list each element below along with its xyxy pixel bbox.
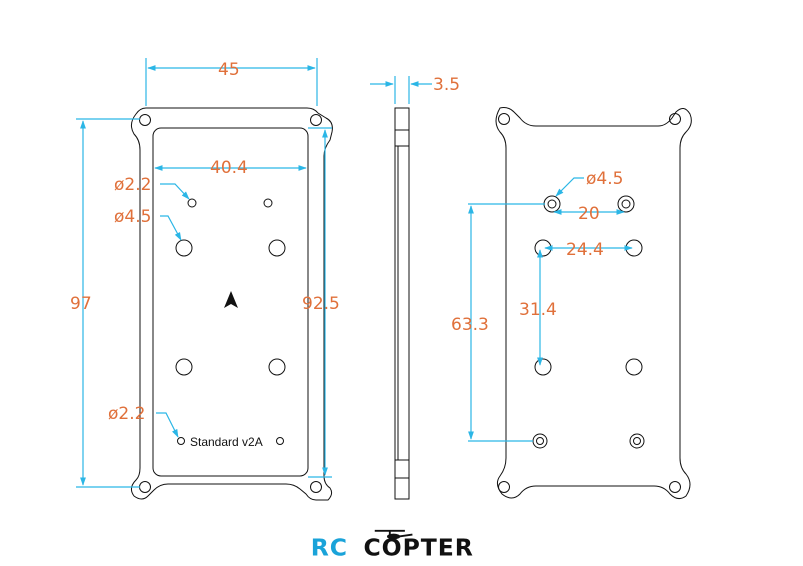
helicopter-icon xyxy=(374,529,413,540)
right-bottom-hole-1-inner xyxy=(536,437,544,445)
callout-bottom-hole-label: ø2.2 xyxy=(108,404,145,424)
right-bottom-hole-2-outer xyxy=(629,433,645,449)
left-ear-hole-bl xyxy=(139,481,151,493)
left-ear-hole-tr xyxy=(310,114,322,126)
right-view: ø4.5 20 24.4 63.3 31.4 xyxy=(451,107,692,500)
dim-40-4-label: 40.4 xyxy=(210,158,248,178)
dim-92-5-label: 92.5 xyxy=(302,294,340,314)
right-ear-hole-br xyxy=(669,481,681,493)
plate-label: Standard v2A xyxy=(190,435,263,449)
left-bottom-hole-2 xyxy=(276,437,284,445)
dim-31-4-label: 31.4 xyxy=(519,300,557,320)
left-big-hole-2 xyxy=(268,239,286,257)
dim-97-label: 97 xyxy=(70,294,92,314)
right-plate-outline xyxy=(495,107,692,500)
callout-bottom-hole-leader xyxy=(156,412,179,438)
right-top-hole-1-outer xyxy=(543,195,561,213)
right-ear-hole-bl xyxy=(498,481,510,493)
right-top-hole-2-inner xyxy=(621,199,631,209)
left-ear-hole-br xyxy=(310,481,322,493)
right-mid-hole-4 xyxy=(625,358,643,376)
side-plate-outline xyxy=(394,107,410,500)
right-ear-hole-tr xyxy=(669,113,681,125)
dim-63-3-label: 63.3 xyxy=(451,315,489,335)
dim-3-5-label: 3.5 xyxy=(433,75,460,95)
dim-24-4-label: 24.4 xyxy=(566,240,604,260)
callout-big-hole-leader xyxy=(160,215,182,241)
right-bottom-hole-1-outer xyxy=(532,433,548,449)
dim-45-label: 45 xyxy=(218,60,240,80)
logo-copter: COPTER xyxy=(363,533,473,560)
left-small-hole-2 xyxy=(263,198,273,208)
left-small-hole-1 xyxy=(187,198,197,208)
callout-right-hole-leader xyxy=(555,177,584,197)
callout-big-hole-label: ø4.5 xyxy=(114,207,151,227)
left-plate-outline xyxy=(130,107,333,501)
right-bottom-hole-2-inner xyxy=(633,437,641,445)
right-top-hole-2-outer xyxy=(617,195,635,213)
left-pocket xyxy=(152,127,309,477)
right-ear-hole-tl xyxy=(498,113,510,125)
left-big-hole-3 xyxy=(175,358,193,376)
callout-small-hole-label: ø2.2 xyxy=(114,175,151,195)
rc-copter-logo: RC COPTER xyxy=(311,529,473,560)
right-top-hole-1-inner xyxy=(547,199,557,209)
callout-right-hole-label: ø4.5 xyxy=(586,169,623,189)
left-ear-hole-tl xyxy=(139,114,151,126)
direction-arrow-icon xyxy=(224,291,238,308)
callout-small-hole-leader xyxy=(160,183,190,200)
left-big-hole-1 xyxy=(175,239,193,257)
left-bottom-hole-1 xyxy=(177,437,185,445)
dim-20-label: 20 xyxy=(578,204,600,224)
left-big-hole-4 xyxy=(268,358,286,376)
side-view: 3.5 xyxy=(370,75,460,500)
logo-rc: RC xyxy=(311,533,348,560)
left-view: Standard v2A 45 40.4 97 92.5 ø2.2 ø4.5 ø… xyxy=(70,58,340,501)
right-mid-hole-3 xyxy=(534,358,552,376)
